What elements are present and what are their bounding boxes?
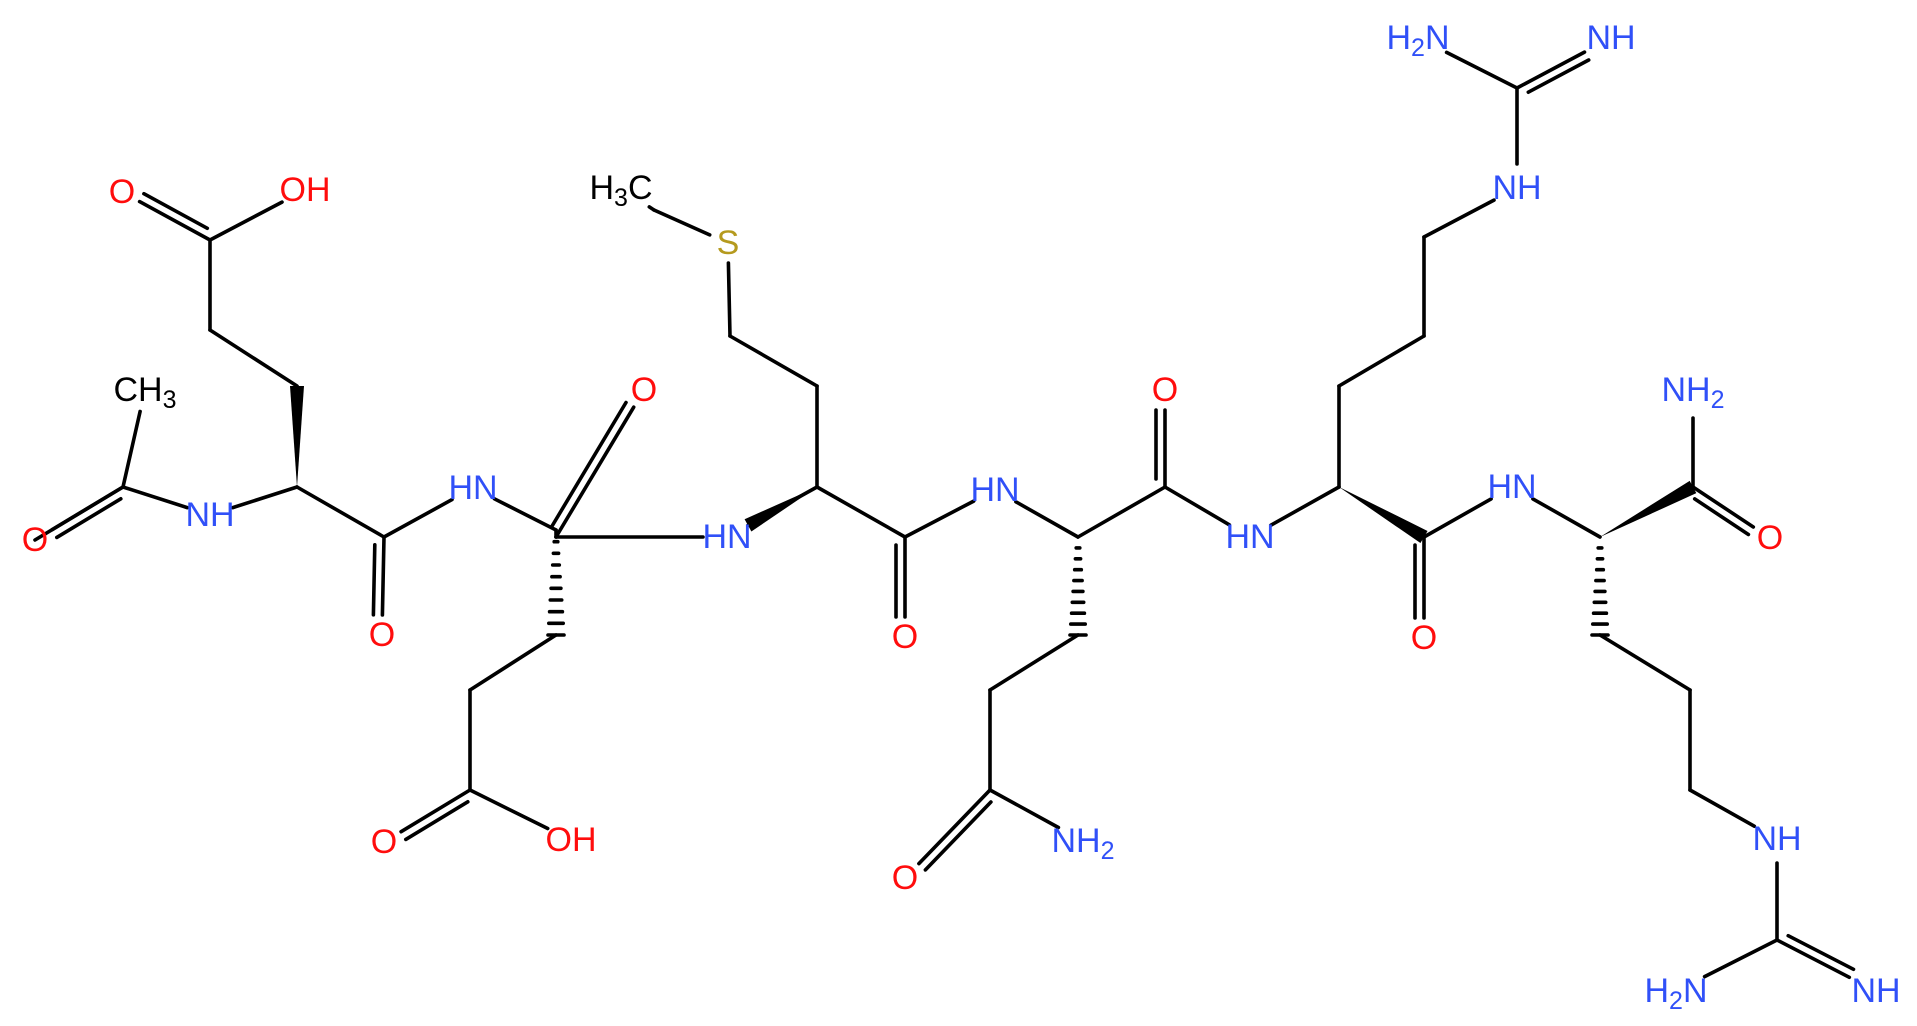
atom-label-nh2-gln: NH2 (1051, 822, 1114, 865)
single-bond (1688, 788, 1757, 829)
single-bond (468, 788, 550, 831)
single-bond (647, 205, 656, 212)
wedge-bond (744, 487, 817, 532)
wedge-bond (1600, 480, 1697, 537)
single-bond (815, 485, 907, 539)
atom-label-oh-glu1: OH (280, 171, 331, 209)
single-bond (1337, 334, 1426, 388)
double-bond (1691, 485, 1756, 529)
double-bond (403, 799, 470, 842)
single-bond (492, 496, 558, 532)
double-bond (137, 199, 212, 242)
double-bond (1515, 50, 1587, 90)
atom-label-imine-arg1: NH (1586, 19, 1635, 57)
single-bond (1269, 485, 1341, 528)
double-bond (550, 400, 628, 528)
atom-label-o-met-bb: O (892, 618, 918, 656)
atom-label-o-arg1-bb: O (1411, 619, 1437, 657)
atom-label-h2n-arg2: H2N (1644, 972, 1707, 1015)
double-bond (917, 788, 992, 866)
single-bond (1702, 938, 1779, 979)
atom-label-hn-5: HN (1225, 518, 1274, 556)
atom-label-hn-6: HN (1487, 468, 1536, 506)
single-bond (1163, 485, 1232, 527)
single-bond (121, 485, 189, 510)
single-bond (1076, 485, 1167, 539)
single-bond (121, 409, 142, 489)
single-bond (1422, 198, 1496, 239)
double-bond (380, 535, 386, 617)
single-bond (726, 261, 732, 338)
single-bond (468, 633, 558, 692)
atom-label-s-met: S (717, 224, 740, 262)
single-bond (208, 200, 284, 242)
double-bond (54, 496, 123, 540)
double-bond (923, 800, 993, 872)
atom-label-ch3-ac: CH3 (113, 371, 176, 414)
double-bond (50, 485, 125, 532)
atom-label-hn-2: HN (448, 469, 497, 507)
single-bond (1444, 50, 1519, 90)
atom-label-nh-1: NH (185, 496, 234, 534)
atom-label-nh2-cterm: NH2 (1661, 371, 1724, 414)
atom-label-o-gln-sc: O (892, 859, 918, 897)
double-bond (1775, 938, 1852, 980)
atom-label-hn-3: HN (702, 518, 751, 556)
atom-label-imine-arg2: NH (1851, 972, 1900, 1010)
atom-label-o-glu2-sc: O (371, 823, 397, 861)
wedge-bond (1339, 487, 1428, 544)
atom-label-o-ac: O (22, 521, 48, 559)
atom-label-h2n-arg1: H2N (1386, 19, 1449, 62)
double-bond (1692, 497, 1751, 537)
double-bond (1786, 933, 1856, 972)
single-bond (728, 334, 819, 388)
single-bond (988, 633, 1080, 692)
double-bond (371, 542, 377, 617)
bond-lines (33, 50, 1856, 980)
single-bond (903, 499, 976, 539)
atom-label-o-glu1-co: O (109, 173, 135, 211)
single-bond (1014, 499, 1080, 539)
stereo-bonds (290, 386, 1697, 637)
atom-label-hn-4: HN (970, 471, 1019, 509)
atom-label-o-cterm: O (1757, 519, 1783, 557)
single-bond (652, 208, 712, 237)
double-bond (554, 405, 636, 539)
atom-label-o-glu1-bb: O (369, 616, 395, 654)
double-bond (399, 788, 472, 834)
single-bond (208, 328, 299, 388)
atom-label-nh-arg2: NH (1752, 820, 1801, 858)
atom-label-nh-arg1: NH (1492, 169, 1541, 207)
single-bond (1598, 633, 1692, 692)
atom-label-o-gln-bb: O (1152, 371, 1178, 409)
double-bond (1526, 58, 1591, 94)
single-bond (1531, 497, 1602, 539)
double-bond (142, 191, 210, 231)
single-bond (988, 788, 1061, 830)
single-bond (231, 485, 299, 510)
single-bond (1422, 497, 1493, 539)
atom-label-o-glu2-bb: O (631, 371, 657, 409)
single-bond (295, 485, 386, 539)
single-bond (382, 497, 454, 539)
atom-label-h3c-met: H3C (589, 169, 652, 212)
wedge-bond (290, 386, 304, 487)
atom-label-oh-glu2: OH (546, 821, 597, 859)
